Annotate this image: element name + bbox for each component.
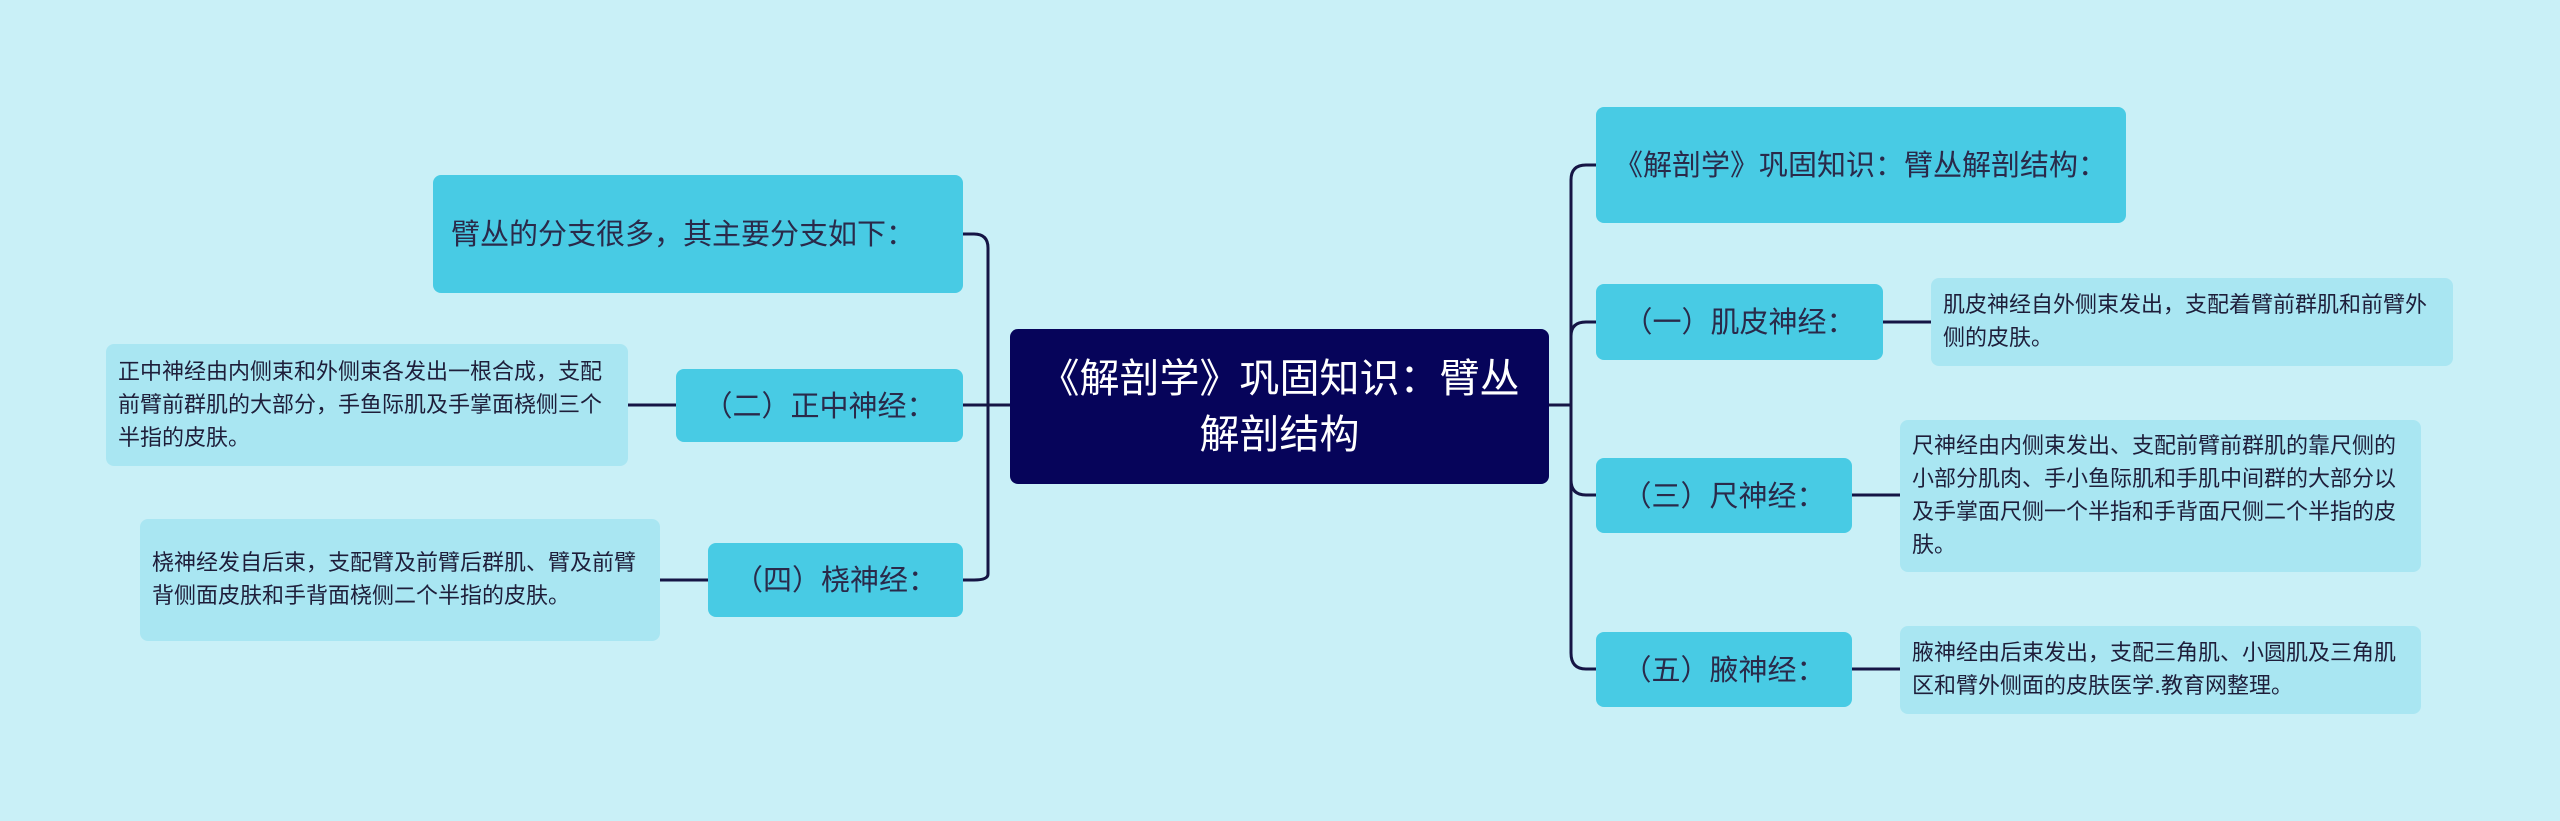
- musculocutaneous-nerve-desc-text: 肌皮神经自外侧束发出，支配着臂前群肌和前臂外侧的皮肤。: [1943, 293, 2428, 351]
- right-title-node[interactable]: 《解剖学》巩固知识：臂丛解剖结构：: [1596, 107, 2126, 223]
- median-nerve-node[interactable]: （二）正中神经：: [676, 369, 963, 442]
- radial-nerve-desc[interactable]: 桡神经发自后束，支配臂及前臂后群肌、臂及前臂背侧面皮肤和手背面桡侧二个半指的皮肤…: [140, 519, 660, 641]
- left-intro-text: 臂丛的分支很多，其主要分支如下：: [451, 217, 916, 251]
- radial-nerve-label: （四）桡神经：: [733, 563, 937, 597]
- connector-left-intro: [963, 232, 990, 249]
- connector-right-title: [1569, 163, 1596, 181]
- musculocutaneous-nerve-node[interactable]: （一）肌皮神经：: [1596, 284, 1883, 360]
- ulnar-nerve-desc[interactable]: 尺神经由内侧束发出、支配前臂前群肌的靠尺侧的小部分肌肉、手小鱼际肌和手肌中间群的…: [1900, 420, 2421, 572]
- root-topic-text: 《解剖学》巩固知识：臂丛解剖结构: [1039, 355, 1520, 458]
- radial-nerve-node[interactable]: （四）桡神经：: [708, 543, 963, 617]
- ulnar-nerve-node[interactable]: （三）尺神经：: [1596, 458, 1852, 533]
- connector-left-radial: [963, 573, 990, 582]
- connector-right-musculocutaneous: [1569, 320, 1596, 337]
- axillary-nerve-desc[interactable]: 腋神经由后束发出，支配三角肌、小圆肌及三角肌区和臂外侧面的皮肤医学.教育网整理。: [1900, 626, 2421, 714]
- musculocutaneous-nerve-label: （一）肌皮神经：: [1623, 305, 1856, 339]
- musculocutaneous-nerve-desc[interactable]: 肌皮神经自外侧束发出，支配着臂前群肌和前臂外侧的皮肤。: [1931, 278, 2453, 366]
- radial-nerve-desc-text: 桡神经发自后束，支配臂及前臂后群肌、臂及前臂背侧面皮肤和手背面桡侧二个半指的皮肤…: [152, 551, 637, 609]
- axillary-nerve-label: （五）腋神经：: [1622, 652, 1826, 687]
- connector-right-axillary: [1569, 652, 1596, 671]
- right-title-text: 《解剖学》巩固知识：臂丛解剖结构：: [1614, 148, 2108, 182]
- axillary-nerve-node[interactable]: （五）腋神经：: [1596, 632, 1852, 707]
- median-nerve-label: （二）正中神经：: [703, 388, 936, 423]
- axillary-nerve-desc-text: 腋神经由后束发出，支配三角肌、小圆肌及三角肌区和臂外侧面的皮肤医学.教育网整理。: [1912, 641, 2397, 699]
- root-topic[interactable]: 《解剖学》巩固知识：臂丛解剖结构: [1010, 329, 1549, 484]
- left-intro-node[interactable]: 臂丛的分支很多，其主要分支如下：: [433, 175, 963, 293]
- median-nerve-desc[interactable]: 正中神经由内侧束和外侧束各发出一根合成，支配前臂前群肌的大部分，手鱼际肌及手掌面…: [106, 344, 628, 466]
- ulnar-nerve-label: （三）尺神经：: [1622, 478, 1826, 513]
- median-nerve-desc-text: 正中神经由内侧束和外侧束各发出一根合成，支配前臂前群肌的大部分，手鱼际肌及手掌面…: [118, 359, 603, 451]
- ulnar-nerve-desc-text: 尺神经由内侧束发出、支配前臂前群肌的靠尺侧的小部分肌肉、手小鱼际肌和手肌中间群的…: [1912, 434, 2397, 558]
- connector-right-ulnar: [1569, 479, 1596, 497]
